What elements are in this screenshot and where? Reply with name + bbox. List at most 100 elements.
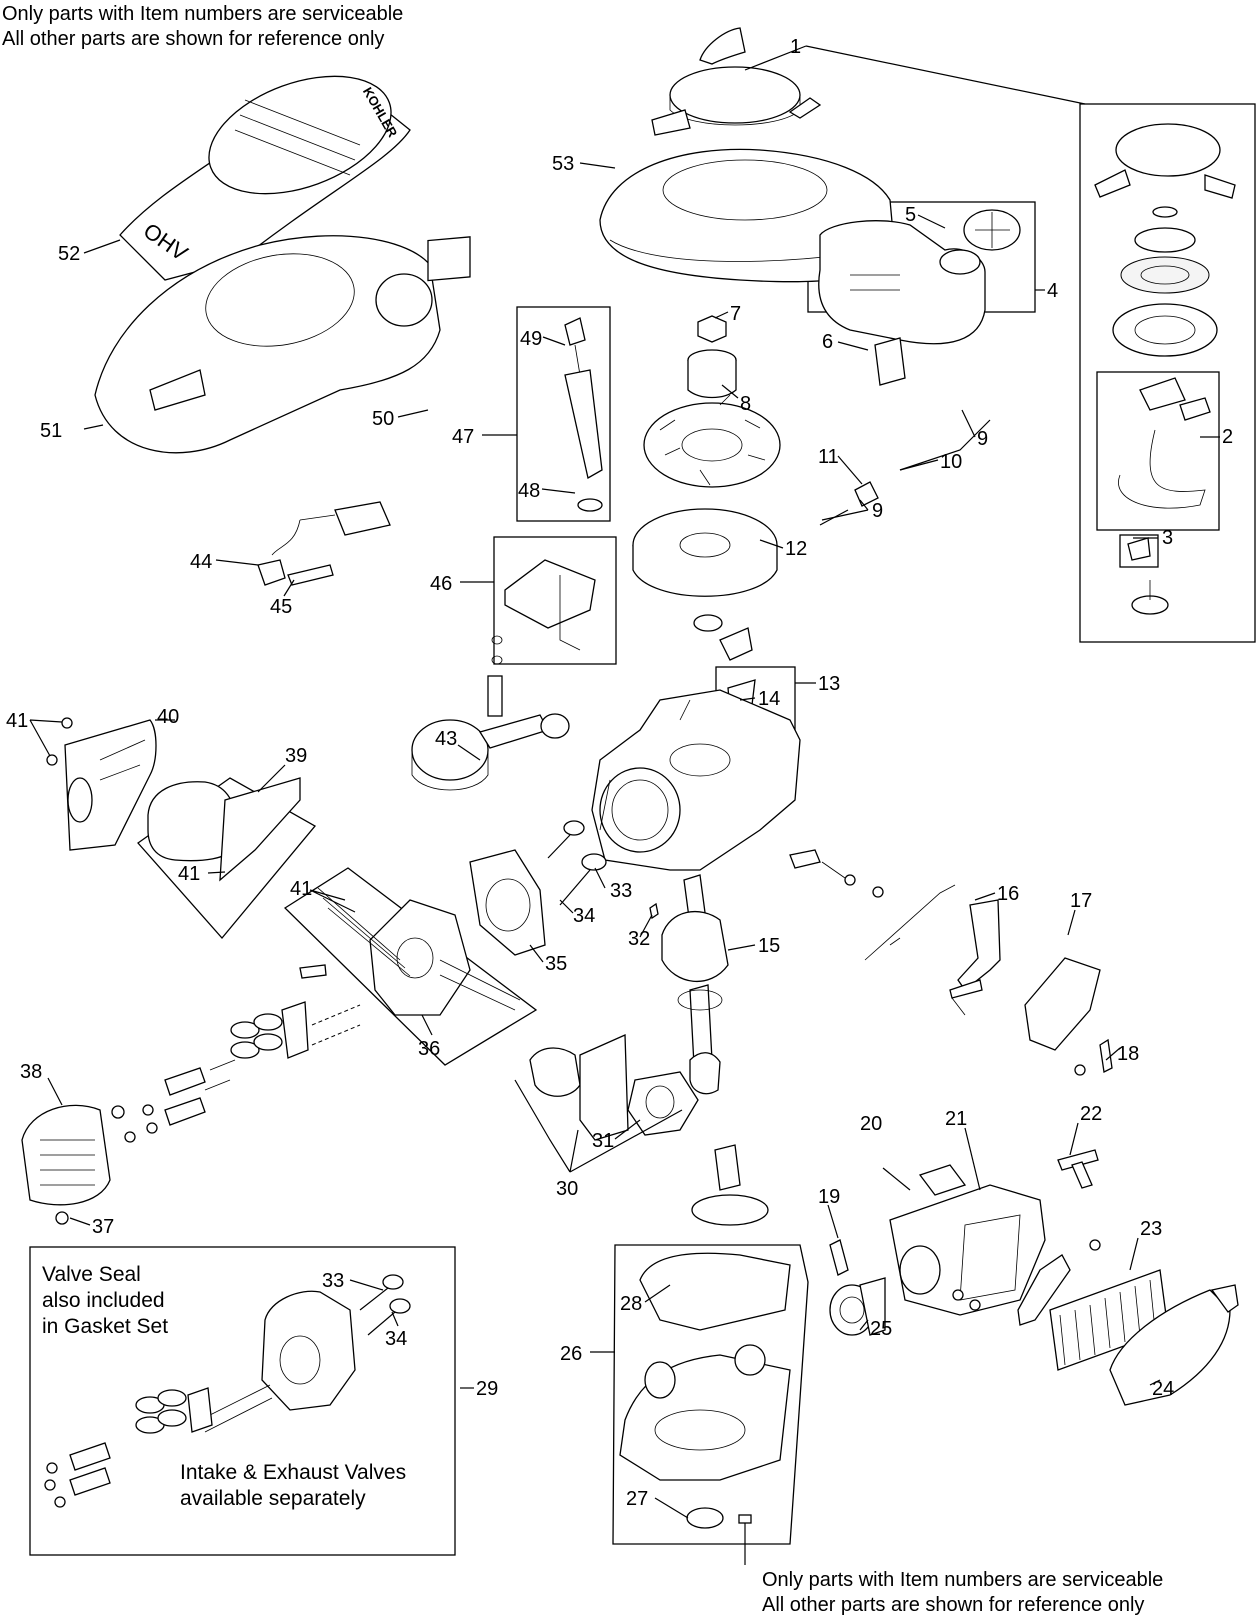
head-gasket <box>469 849 546 956</box>
carburetor <box>627 1071 699 1136</box>
callout-17: 17 <box>1070 890 1092 912</box>
dipstick-box <box>516 306 611 522</box>
ignition-module <box>257 501 391 586</box>
leader-lines <box>29 45 1220 1519</box>
callout-9b: 9 <box>872 500 883 522</box>
governor-bracket <box>504 559 596 651</box>
flywheel-fan <box>643 394 781 488</box>
callout-52: 52 <box>58 243 80 265</box>
governor-linkage <box>789 849 956 961</box>
callout-16: 16 <box>997 883 1019 905</box>
cylinder-head-kit <box>44 1274 411 1508</box>
callout-27: 27 <box>626 1488 648 1510</box>
recoil-starter-box <box>1079 103 1256 643</box>
callout-36: 36 <box>418 1038 440 1060</box>
callout-numbers: 1 2 3 4 5 6 7 8 9 10 11 9 12 13 14 15 16… <box>6 36 1233 1510</box>
callout-41c: 41 <box>290 878 312 900</box>
callout-14: 14 <box>758 688 780 710</box>
governor-lever <box>949 899 1001 1016</box>
governor-gear <box>691 1144 769 1226</box>
callout-30: 30 <box>556 1178 578 1200</box>
callout-53: 53 <box>552 153 574 175</box>
callout-24: 24 <box>1152 1378 1174 1400</box>
starter-rope-handle <box>1118 377 1211 509</box>
callout-51: 51 <box>40 420 62 442</box>
ignition-key-box <box>1119 534 1159 568</box>
bottom-note: Only parts with Item numbers are service… <box>762 1568 1163 1618</box>
callout-50: 50 <box>372 408 394 430</box>
muffler-guard <box>64 719 157 851</box>
top-note-line1: Only parts with Item numbers are service… <box>2 3 404 25</box>
muffler-screw <box>46 717 73 766</box>
valve-cover <box>21 1104 111 1225</box>
callout-4: 4 <box>1047 280 1058 302</box>
callout-21: 21 <box>945 1108 967 1130</box>
valve-seal-note: Valve Seal also included in Gasket Set <box>42 1262 168 1340</box>
spark-plug <box>287 564 334 586</box>
top-note-line2: All other parts are shown for reference … <box>2 28 385 50</box>
callout-49: 49 <box>520 328 542 350</box>
valve-seal-line3: in Gasket Set <box>42 1315 169 1338</box>
air-cleaner-bracket <box>952 1239 1101 1326</box>
callout-25: 25 <box>870 1318 892 1340</box>
valves <box>547 820 607 906</box>
recoil-starter-exploded <box>1094 123 1236 615</box>
callout-45: 45 <box>270 596 292 618</box>
warning-label <box>427 236 471 282</box>
callout-28: 28 <box>620 1293 642 1315</box>
callout-37: 37 <box>92 1216 114 1238</box>
precleaner <box>829 1277 886 1336</box>
callout-47: 47 <box>452 426 474 448</box>
crankcase-cover <box>619 1344 791 1481</box>
crankcase-box <box>612 1244 809 1545</box>
engine-block <box>591 689 801 871</box>
callout-39: 39 <box>285 745 307 767</box>
top-note: Only parts with Item numbers are service… <box>2 2 403 52</box>
callout-20: 20 <box>860 1113 882 1135</box>
callout-26: 26 <box>560 1343 582 1365</box>
muffler <box>147 777 301 882</box>
callout-48: 48 <box>518 480 540 502</box>
valves-note: Intake & Exhaust Valves available separa… <box>180 1460 406 1512</box>
callout-34: 34 <box>573 905 595 927</box>
callout-38: 38 <box>20 1061 42 1083</box>
control-bracket <box>1024 957 1101 1051</box>
starter-pawl <box>1127 537 1151 561</box>
valve-seal-line1: Valve Seal <box>42 1263 141 1286</box>
callout-15: 15 <box>758 935 780 957</box>
crankshaft <box>661 874 729 1066</box>
air-cleaner-cover <box>1109 1284 1239 1406</box>
callout-1: 1 <box>790 36 801 58</box>
callout-35: 35 <box>545 953 567 975</box>
callout-44: 44 <box>190 551 212 573</box>
valve-seal-line2: also included <box>42 1289 165 1312</box>
air-cleaner-label <box>918 1164 967 1196</box>
recoil-starter <box>651 27 822 136</box>
callout-34-kit: 34 <box>385 1328 407 1350</box>
valves-line1: Intake & Exhaust Valves <box>180 1461 407 1484</box>
callout-41b: 41 <box>178 863 200 885</box>
cylinder-head <box>299 887 521 1016</box>
callout-33-kit: 33 <box>322 1270 344 1292</box>
flywheel-nut <box>697 315 727 343</box>
bottom-note-line1: Only parts with Item numbers are service… <box>762 1569 1164 1591</box>
piston-rod <box>411 635 570 791</box>
callout-31: 31 <box>592 1130 614 1152</box>
callout-46: 46 <box>430 573 452 595</box>
callout-7: 7 <box>730 303 741 325</box>
callout-10: 10 <box>940 451 962 473</box>
dipstick-tube <box>564 317 603 512</box>
callout-33: 33 <box>610 880 632 902</box>
callout-40: 40 <box>157 706 179 728</box>
crankcase-gasket <box>639 1252 791 1331</box>
cylinder-head-kit-box <box>29 1246 456 1556</box>
callout-3: 3 <box>1162 527 1173 549</box>
fuel-cap <box>963 209 1021 251</box>
fuel-tank <box>818 220 986 386</box>
callout-12: 12 <box>785 538 807 560</box>
callout-11: 11 <box>818 446 839 468</box>
callout-8: 8 <box>740 393 751 415</box>
crankshaft-key <box>649 902 659 920</box>
callout-9a: 9 <box>977 428 988 450</box>
